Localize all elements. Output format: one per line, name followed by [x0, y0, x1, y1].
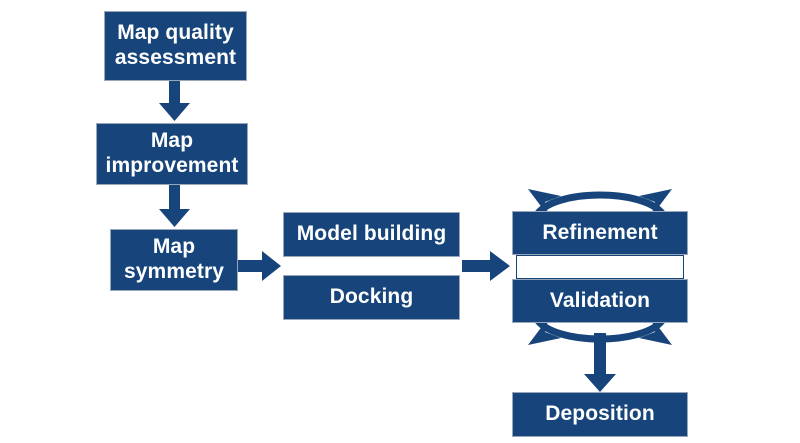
node-model-building[interactable]: Model building	[283, 212, 460, 257]
node-validation-label: Validation	[549, 288, 651, 312]
arrow-improvement-to-symmetry-icon	[159, 185, 190, 227]
node-map-symmetry-label: Map symmetry	[123, 235, 225, 283]
arrow-symmetry-to-building-icon	[238, 251, 281, 281]
node-map-quality-assessment[interactable]: Map quality assessment	[104, 11, 247, 81]
node-cycle-spacer	[516, 255, 684, 279]
arrow-building-to-refinement-icon	[462, 251, 510, 281]
node-map-quality-assessment-label: Map quality assessment	[114, 21, 237, 69]
node-model-building-label: Model building	[296, 222, 447, 246]
node-refinement-label: Refinement	[542, 220, 658, 244]
arrow-cycle-to-deposition-icon	[584, 333, 616, 392]
node-docking-label: Docking	[329, 285, 414, 309]
node-map-improvement-label: Map improvement	[105, 129, 239, 177]
node-deposition-label: Deposition	[545, 402, 655, 426]
node-refinement[interactable]: Refinement	[512, 211, 688, 255]
node-deposition[interactable]: Deposition	[512, 392, 688, 437]
node-validation[interactable]: Validation	[512, 279, 688, 323]
node-map-symmetry[interactable]: Map symmetry	[110, 229, 238, 291]
node-map-improvement[interactable]: Map improvement	[96, 123, 248, 185]
arrow-quality-to-improvement-icon	[159, 81, 190, 121]
node-docking[interactable]: Docking	[283, 275, 460, 320]
